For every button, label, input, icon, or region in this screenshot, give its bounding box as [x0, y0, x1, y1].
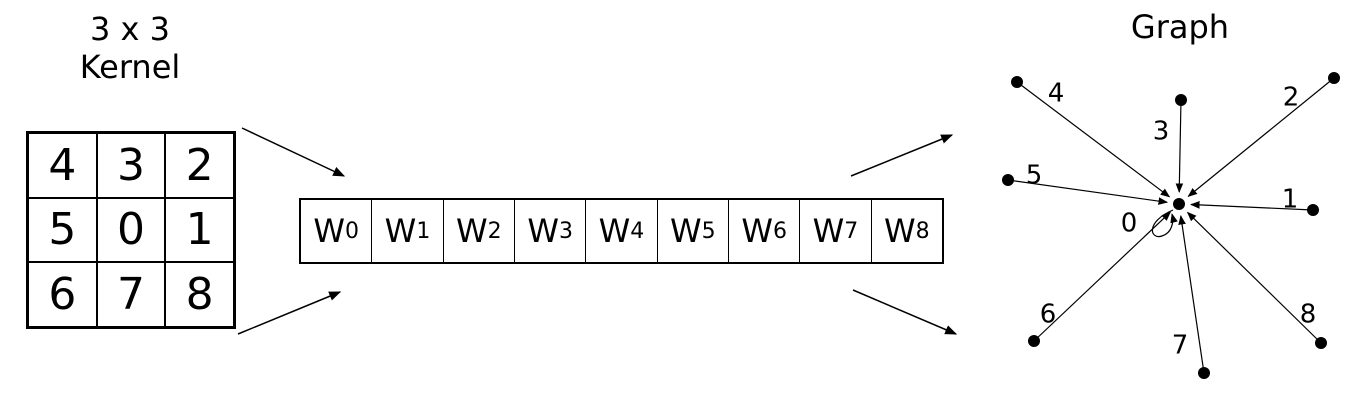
flow-arrow [852, 289, 958, 335]
graph: 1 2 3 4 5 6 7 8 0 [1002, 72, 1340, 379]
kernel-cell: 3 [96, 133, 166, 198]
kernel-cell: 2 [165, 133, 234, 198]
graph-node [1028, 335, 1040, 347]
graph-edge [1016, 81, 1171, 198]
flow-arrow [850, 134, 954, 177]
graph-node [1307, 204, 1319, 216]
graph-edge [1178, 214, 1205, 374]
kernel-title: 3 x 3 Kernel [30, 10, 230, 86]
weight-symbol: W [812, 212, 845, 250]
kernel-cell: 4 [28, 133, 97, 198]
graph-node-label: 8 [1300, 300, 1317, 330]
weight-symbol: W [598, 212, 631, 250]
graph-node [1002, 174, 1014, 186]
weight-index: 3 [558, 218, 573, 244]
graph-center-label: 0 [1121, 209, 1138, 239]
kernel-title-size: 3 x 3 [90, 10, 170, 48]
graph-edge [1175, 99, 1184, 193]
kernel-cell: 8 [165, 262, 234, 327]
kernel-cell: 1 [165, 197, 234, 263]
kernel-cell: 5 [28, 197, 97, 263]
weight-index: 4 [630, 218, 645, 244]
weight-index: 5 [701, 218, 716, 244]
graph-center-node [1173, 198, 1185, 210]
graph-edge [1033, 211, 1171, 342]
weight-index: 2 [487, 218, 502, 244]
graph-node [1175, 94, 1187, 106]
graph-node-label: 1 [1282, 185, 1299, 215]
kernel-title-word: Kernel [79, 48, 181, 86]
graph-node-label: 2 [1283, 83, 1300, 113]
weight-index: 6 [772, 218, 787, 244]
weight-index: 0 [344, 218, 359, 244]
kernel-cell: 0 [96, 197, 166, 263]
weight-symbol: W [527, 212, 559, 250]
flow-arrow [241, 127, 346, 177]
graph-node-label: 3 [1153, 117, 1170, 147]
graph-node [1328, 72, 1340, 84]
weight-symbol: W [883, 212, 916, 250]
flow-arrow [237, 291, 342, 335]
weight-index: 8 [915, 218, 930, 244]
kernel-grid: 4 3 2 5 0 1 6 7 8 [26, 131, 236, 329]
graph-node-label: 6 [1040, 300, 1057, 330]
graph-node-label: 5 [1026, 161, 1043, 191]
graph-node-label: 7 [1172, 331, 1189, 361]
graph-node-label: 4 [1048, 79, 1065, 109]
kernel-cell: 6 [28, 262, 97, 327]
weight-symbol: W [313, 212, 345, 250]
graph-edge [1007, 179, 1169, 205]
weight-symbol: W [741, 212, 773, 250]
graph-edge [1186, 211, 1322, 344]
weight-index: 7 [844, 218, 859, 244]
graph-edge [1187, 77, 1335, 198]
weight-index: 1 [416, 218, 431, 244]
kernel-cell: 7 [96, 262, 166, 327]
self-loop-edge [1151, 209, 1178, 238]
graph-edge [1190, 201, 1314, 211]
graph-node [1011, 76, 1023, 88]
graph-node [1198, 367, 1210, 379]
graph-title: Graph [1130, 8, 1230, 46]
graph-node [1315, 337, 1327, 349]
weight-symbol: W [456, 212, 488, 250]
weight-symbol: W [384, 212, 417, 250]
weight-symbol: W [669, 212, 702, 250]
